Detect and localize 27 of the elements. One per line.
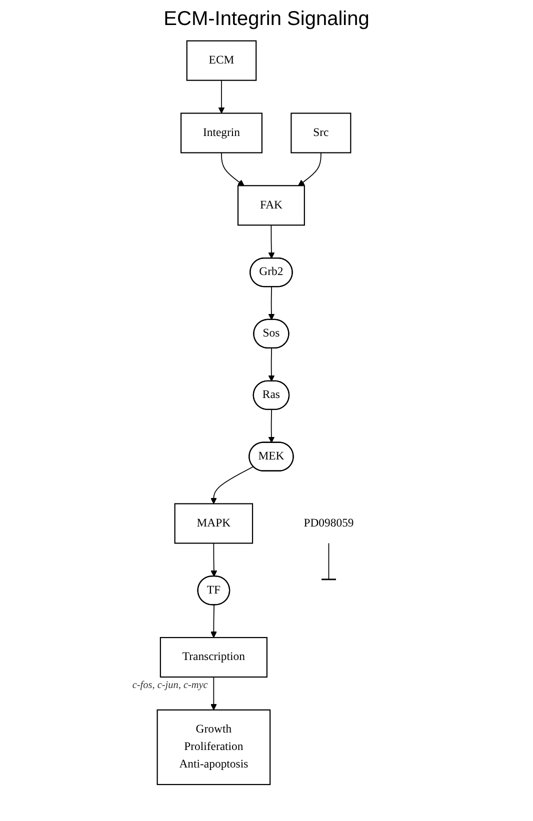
arrow xyxy=(298,152,322,186)
gene-list-caption: c-fos, c-jun, c-myc xyxy=(132,680,208,691)
process-box: Transcription xyxy=(160,637,268,678)
protein-ellipse: TF xyxy=(197,576,230,606)
inhibition-line xyxy=(320,542,337,580)
diagram-title: ECM-Integrin Signaling xyxy=(162,8,370,31)
arrow xyxy=(268,348,275,382)
arrow xyxy=(221,152,244,186)
process-box: Src xyxy=(290,112,352,154)
process-box: Growth Proliferation Anti-apoptosis xyxy=(156,709,271,786)
process-box: ECM xyxy=(186,40,257,81)
arrow xyxy=(210,604,217,638)
arrow xyxy=(268,224,275,259)
protein-ellipse: Ras xyxy=(252,380,290,410)
process-box: Integrin xyxy=(180,112,262,154)
protein-ellipse: Sos xyxy=(253,318,290,349)
inhibitor-label: PD098059 xyxy=(304,516,354,530)
arrow xyxy=(210,466,254,504)
arrow xyxy=(218,80,225,114)
protein-ellipse: Grb2 xyxy=(250,257,293,288)
process-box: FAK xyxy=(237,185,305,226)
arrow xyxy=(268,286,275,320)
arrow xyxy=(268,409,275,443)
process-box: MAPK xyxy=(174,503,254,544)
arrow xyxy=(210,542,218,577)
protein-ellipse: MEK xyxy=(248,442,294,472)
arrow xyxy=(210,676,217,710)
